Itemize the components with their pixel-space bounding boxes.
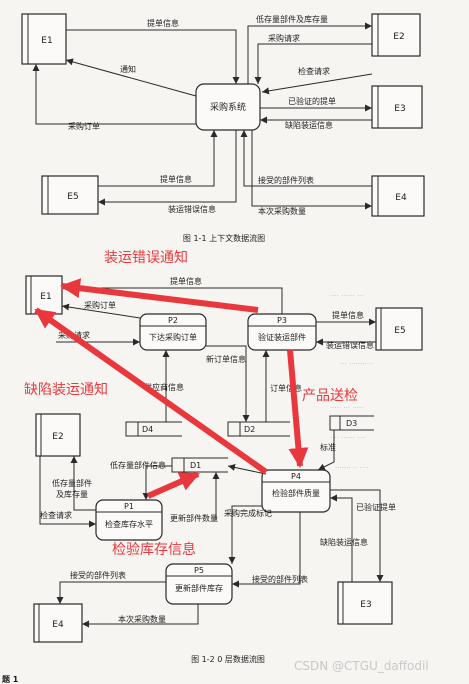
store-d3: D3: [329, 415, 374, 431]
entity-e1: E1: [25, 275, 63, 315]
arrow-shipping-error: [60, 278, 259, 313]
flow-label: 检查请求: [298, 66, 330, 76]
flow-label: 供应商信息: [144, 382, 184, 392]
flow-label: 提单信息: [147, 18, 179, 28]
entity-label: E5: [67, 192, 78, 202]
flow-label: 及库存量: [56, 489, 88, 499]
entity-e4: E4: [371, 175, 425, 217]
flow-label: 低存量部件及库存量: [256, 14, 328, 24]
flow-label: 订单信息: [270, 383, 302, 393]
flow-label: 检查请求: [40, 510, 72, 520]
process-purchasing-system: 采购系统: [195, 83, 261, 131]
context-diagram: E1 E2 E3 E4 E5 采购系统 提单信息: [21, 13, 425, 243]
entity-label: E3: [394, 104, 405, 114]
flow-label: 提单信息: [160, 174, 192, 184]
process-label: 采购系统: [210, 101, 246, 113]
process-id: P3: [277, 316, 287, 325]
figure-caption-2: 图 1-2 0 层数据流图: [191, 654, 265, 664]
process-id: P2: [168, 316, 178, 325]
entity-label: E5: [394, 326, 405, 336]
entity-label: E2: [52, 432, 63, 442]
flow-label: 本次采购数量: [258, 206, 306, 216]
flow-label: 采购订单: [84, 300, 116, 310]
entity-label: E1: [41, 36, 52, 46]
entity-e3: E3: [371, 85, 423, 129]
flow-label: 本次采购数量: [118, 614, 166, 624]
flow-label: 缺陷装运信息: [320, 537, 368, 547]
flow-label: 新订单信息: [206, 354, 246, 364]
entity-e3: E3: [337, 581, 393, 625]
flow-label: 提单信息: [332, 310, 364, 320]
flow-label: 接受的部件列表: [258, 175, 314, 185]
flow-label: 采购请求: [268, 33, 300, 43]
corner-fragment: 题 1: [1, 674, 19, 684]
svg-text:······· ·· ····: ······· ·· ····: [335, 464, 368, 472]
svg-text:··· ········ ··: ··· ········ ··: [340, 360, 373, 368]
process-p1: P1 检查库存水平: [95, 499, 163, 541]
flow-label: 接受的部件列表: [252, 574, 308, 584]
entity-label: E2: [393, 32, 404, 42]
flow-label: 标准: [320, 442, 336, 452]
process-p3: P3 验证装运部件: [247, 313, 317, 351]
flow-label: 采购订单: [68, 121, 100, 131]
process-p2: P2 下达采购订单: [139, 313, 207, 351]
flow-label: 低存量部件: [52, 478, 92, 488]
process-label: 检查库存水平: [105, 519, 153, 529]
flow-label: 采购完成标记: [224, 508, 272, 518]
store-label: D2: [244, 425, 255, 434]
flow-label: 缺陷装运信息: [285, 120, 333, 130]
entity-e2: E2: [371, 13, 421, 57]
svg-text:···· ······ ···: ···· ······ ···: [330, 292, 363, 300]
process-p5: P5 更新部件库存: [165, 563, 233, 605]
flow-label: 提单信息: [170, 276, 202, 286]
process-id: P4: [291, 472, 301, 481]
process-label: 验证装运部件: [258, 332, 306, 342]
process-label: 更新部件库存: [175, 583, 223, 593]
entity-e2: E2: [35, 413, 81, 457]
figure-caption-1: 图 1-1 上下文数据流图: [183, 233, 265, 243]
flow-label: 已验证提单: [356, 502, 396, 512]
store-label: D3: [346, 419, 357, 428]
flow-label: 装运错误信息: [326, 340, 374, 350]
store-d4: D4: [125, 421, 182, 437]
process-label: 下达采购订单: [149, 332, 197, 342]
flow-label: 低存量部件信息: [110, 460, 166, 470]
process-id: P1: [124, 502, 134, 511]
flow-label: 接受的部件列表: [70, 570, 126, 580]
store-d1: D1: [171, 457, 228, 473]
entity-label: E3: [360, 600, 371, 610]
annotation-label: 产品送检: [302, 388, 358, 404]
flow-label: 装运错误信息: [168, 204, 216, 214]
watermark: CSDN @CTGU_daffodil: [294, 659, 429, 673]
entity-e4: E4: [33, 603, 83, 643]
annotations: 装运错误通知 缺陷装运通知 产品送检 检验库存信息: [24, 249, 358, 558]
entity-e5: E5: [41, 175, 99, 215]
annotation-label: 装运错误通知: [104, 249, 188, 266]
entity-e1: E1: [21, 13, 67, 65]
store-d2: D2: [227, 421, 290, 437]
annotation-label: 缺陷装运通知: [24, 381, 108, 398]
entity-label: E4: [395, 193, 407, 203]
flow-label: 已验证的提单: [288, 96, 336, 106]
svg-text:····· ··· ·····: ····· ··· ·····: [330, 404, 363, 412]
process-label: 检验部件质量: [272, 488, 320, 498]
entity-label: E4: [52, 620, 64, 630]
entity-e5: E5: [375, 307, 423, 351]
store-label: D4: [142, 425, 153, 434]
arrow-product-inspection: [287, 349, 309, 468]
process-id: P5: [194, 566, 204, 575]
arrow-defect-notice: [34, 307, 268, 475]
flow-label: 更新部件数量: [170, 513, 218, 523]
flow-label: 通知: [120, 64, 136, 74]
entity-label: E1: [40, 292, 51, 302]
annotation-label: 检验库存信息: [112, 541, 196, 558]
svg-text:···· ······ ····: ···· ······ ····: [330, 434, 366, 442]
process-p4: P4 检验部件质量: [261, 469, 331, 513]
arrow-inventory-check: [146, 471, 200, 499]
store-label: D1: [190, 461, 201, 470]
level0-diagram: ···· ······ ··· ··· ········ ·· ····· ··…: [25, 275, 423, 664]
